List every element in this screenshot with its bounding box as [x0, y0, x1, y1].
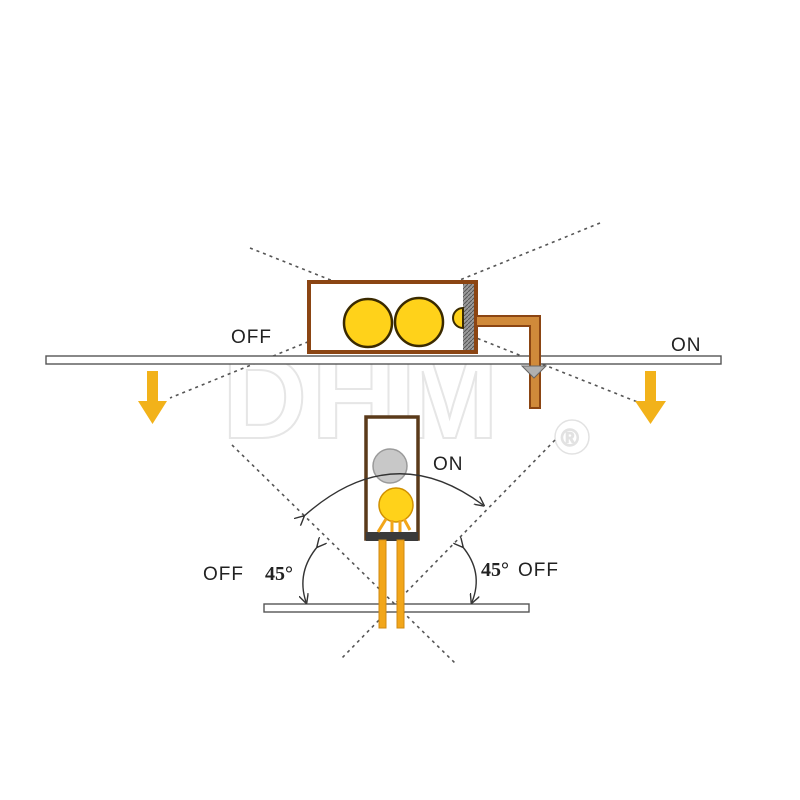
pin-right [396, 539, 405, 629]
vertical-label-left-angle: 45° [265, 563, 293, 585]
horizontal-board [45, 355, 722, 365]
rolled-ball-grey [372, 448, 408, 484]
arrow-down-left-icon [138, 371, 167, 424]
horizontal-lead [475, 315, 541, 409]
on-swing-arc [303, 473, 483, 517]
vertical-label-left-off: OFF [203, 564, 244, 585]
watermark-registered-icon [554, 419, 590, 455]
horizontal-label-on: ON [671, 335, 702, 356]
vertical-label-on: ON [433, 454, 464, 475]
ball-yellow [378, 487, 414, 523]
pin-left [378, 539, 387, 629]
watermark-registered-mark: ® [561, 425, 579, 452]
horizontal-sensor: OFF ON [45, 222, 722, 424]
left-angle-arc [303, 546, 318, 602]
vertical-label-right-angle: 45° [481, 559, 509, 581]
horizontal-label-off: OFF [231, 327, 272, 348]
sight-line-45-right [339, 439, 556, 661]
ball-middle [393, 296, 445, 348]
solder-point [520, 365, 548, 379]
vertical-label-right-off: OFF [518, 560, 559, 581]
right-angle-arc [462, 546, 476, 602]
vertical-housing-base [366, 532, 418, 541]
ball-contact-partial [452, 306, 464, 330]
housing-contact-plate [463, 284, 474, 350]
sight-line-45-left [231, 444, 456, 664]
ball-left [342, 297, 394, 349]
vertical-sensor: ON OFF 45° 45° OFF [203, 415, 559, 664]
arrow-down-right-icon [635, 371, 666, 424]
